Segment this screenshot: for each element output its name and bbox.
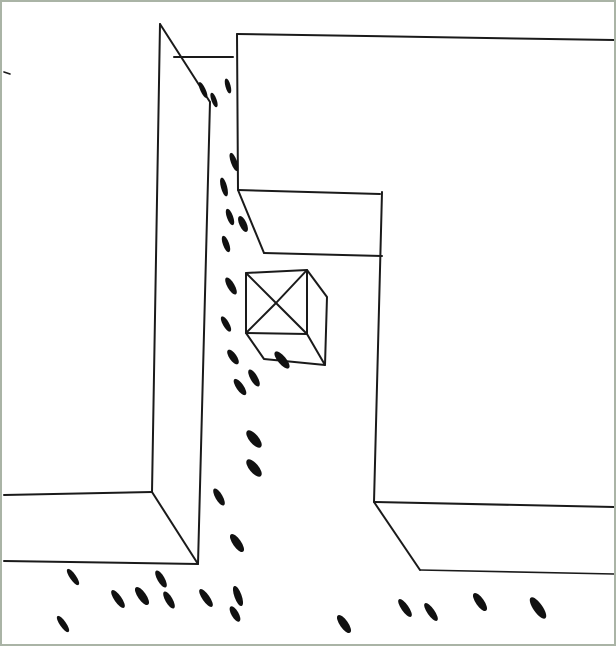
left-tall-building [152, 24, 233, 564]
street-kiosk [246, 270, 327, 365]
street-edge [4, 72, 10, 74]
left-low-building [4, 492, 198, 564]
pedestrian-figures [56, 79, 548, 634]
right-large-building [237, 34, 614, 574]
